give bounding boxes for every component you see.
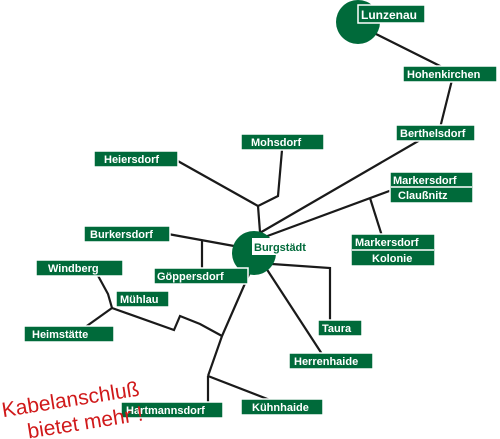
- place-mohsdorf-box: [240, 133, 325, 151]
- place-hohenkirchen-label: Hohenkirchen: [407, 69, 481, 81]
- line-burgstaedt-taura: [271, 262, 332, 322]
- place-taura: Taura: [317, 319, 363, 337]
- place-markersdorf-kolonie: Markersdorf Kolonie: [350, 233, 436, 267]
- line-burgstaedt-markersdorf: [261, 188, 393, 240]
- line-berthelsdorf-burgstaedt: [257, 139, 421, 235]
- place-hartmannsdorf-label: Hartmannsdorf: [126, 405, 205, 417]
- line-south-westbranch: [111, 306, 223, 337]
- place-taura-box: [317, 319, 363, 337]
- place-kuehnhaide-box: [240, 398, 324, 416]
- promo-note: Kabelanschluß bietet mehr !: [0, 378, 145, 439]
- place-herrenhaide-box: [288, 352, 374, 370]
- connection-lines: [83, 31, 454, 406]
- place-heiersdorf: Heiersdorf: [93, 150, 179, 168]
- place-heimstaette: Heimstätte: [23, 325, 115, 343]
- place-burkersdorf: Burkersdorf: [83, 225, 171, 243]
- hub-lunzenau-box: [357, 4, 426, 24]
- place-markersdorf-claussnitz-label-1: Markersdorf: [393, 175, 457, 187]
- line-burgstaedt-south: [206, 271, 252, 377]
- line-burgstaedt-mohsdorf: [256, 149, 284, 233]
- place-muehlau-box: [115, 290, 170, 308]
- hub-lunzenau: Lunzenau: [336, 0, 426, 44]
- place-kuehnhaide-label: Kühnhaide: [252, 402, 309, 414]
- place-markersdorf-claussnitz-label-2: Claußnitz: [398, 190, 448, 202]
- place-goeppersdorf: Göppersdorf: [153, 267, 249, 285]
- place-muehlau-label: Mühlau: [120, 294, 159, 306]
- place-windberg-box: [35, 259, 124, 277]
- line-south-kuehnhaide: [207, 374, 271, 402]
- place-herrenhaide: Herrenhaide: [288, 352, 374, 370]
- place-markersdorf-claussnitz: Markersdorf Claußnitz: [389, 171, 474, 204]
- place-windberg-label: Windberg: [48, 263, 99, 275]
- place-taura-label: Taura: [322, 323, 352, 335]
- line-hohenkirchen-berthelsdorf: [438, 79, 454, 129]
- line-markersdorf-kolonie: [368, 197, 384, 237]
- line-muehlau-heimstaette: [83, 307, 113, 329]
- place-hohenkirchen-box: [402, 65, 498, 83]
- place-windberg: Windberg: [35, 259, 124, 277]
- place-hartmannsdorf-box: [120, 401, 224, 419]
- place-burkersdorf-label: Burkersdorf: [90, 229, 153, 241]
- place-heimstaette-label: Heimstätte: [32, 329, 88, 341]
- place-heiersdorf-label: Heiersdorf: [104, 154, 159, 166]
- place-goeppersdorf-box: [153, 267, 249, 285]
- place-berthelsdorf-label: Berthelsdorf: [400, 128, 466, 140]
- hub-burgstaedt: Burgstädt: [232, 231, 306, 275]
- place-goeppersdorf-label: Göppersdorf: [157, 271, 224, 283]
- place-markersdorf-kolonie-label-2: Kolonie: [372, 253, 412, 265]
- place-markersdorf-kolonie-label-1: Markersdorf: [355, 237, 419, 249]
- line-windberg-muehlau: [95, 271, 114, 309]
- place-mohsdorf: Mohsdorf: [240, 133, 325, 151]
- place-burkersdorf-box: [83, 225, 171, 243]
- place-hohenkirchen: Hohenkirchen: [402, 65, 498, 83]
- line-burgstaedt-heiersdorf: [175, 159, 259, 207]
- place-muehlau: Mühlau: [115, 290, 170, 308]
- place-kuehnhaide: Kühnhaide: [240, 398, 324, 416]
- place-berthelsdorf: Berthelsdorf: [395, 124, 476, 142]
- hub-lunzenau-label: Lunzenau: [361, 8, 417, 22]
- place-heimstaette-box: [23, 325, 115, 343]
- place-heiersdorf-box: [93, 150, 179, 168]
- place-mohsdorf-label: Mohsdorf: [251, 137, 301, 149]
- hub-burgstaedt-label: Burgstädt: [254, 242, 306, 254]
- place-berthelsdorf-box: [395, 124, 476, 142]
- hub-burgstaedt-box: [252, 238, 306, 255]
- place-hartmannsdorf: Hartmannsdorf: [120, 401, 224, 419]
- place-herrenhaide-label: Herrenhaide: [294, 356, 358, 368]
- line-burgstaedt-herrenhaide: [265, 267, 323, 355]
